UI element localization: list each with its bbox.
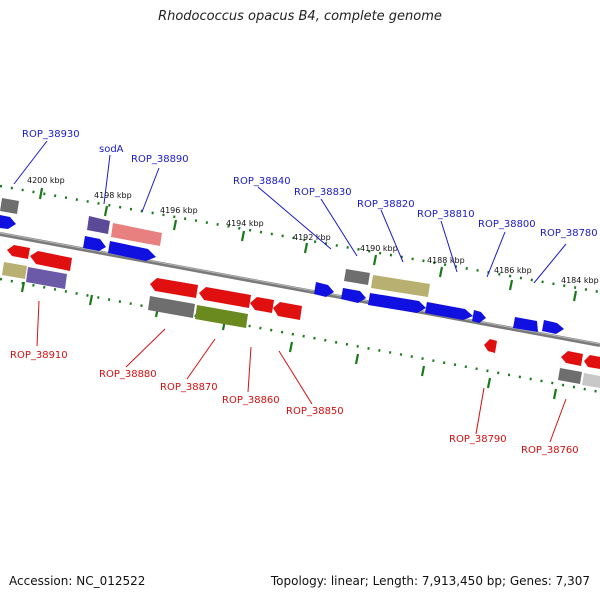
gene-red [584,355,600,369]
gene-lightgray [582,373,600,388]
top-leader-lines [13,140,567,284]
gene-gray [558,368,582,384]
gene-label: ROP_38860 [222,395,280,406]
gene-label: ROP_38890 [131,154,189,165]
gene-red [484,339,497,353]
gene-label: ROP_38910 [10,350,68,361]
gene-label: ROP_38800 [478,219,536,230]
gene-green [195,305,248,328]
gene-label: ROP_38760 [521,445,579,456]
tick-label: 4184 kbp [561,276,599,285]
gene-blue [472,310,486,323]
gene-olive [2,262,27,279]
gene-blue [83,236,106,251]
tick-label: 4194 kbp [226,219,264,228]
top-dotted-scale [0,184,600,294]
top-strand-genes [0,198,564,334]
genome-title: Rhodococcus opacus B4, complete genome [158,9,442,24]
gene-label: ROP_38930 [22,129,80,140]
gene-gray [0,198,19,214]
tick-label: 4198 kbp [94,191,132,200]
gene-label: ROP_38870 [160,382,218,393]
accession-text: Accession: NC_012522 [9,574,146,588]
gene-label: ROP_38780 [540,228,598,239]
gene-label: ROP_38840 [233,176,291,187]
gene-blue [108,241,156,261]
gene-red [273,302,302,320]
gene-olive [371,275,430,297]
genome-backbone [0,232,600,347]
gene-purple [87,216,110,234]
tick-label: 4190 kbp [360,244,398,253]
gene-red [7,245,30,259]
gene-label: ROP_38830 [294,187,352,198]
gene-pink [111,223,162,246]
gene-label: ROP_38790 [449,434,507,445]
gene-label: ROP_38810 [417,209,475,220]
tick-label: 4196 kbp [160,206,198,215]
gene-blue [542,320,564,334]
gene-red [250,297,274,313]
gene-label: ROP_38850 [286,406,344,417]
genome-stats-text: Topology: linear; Length: 7,913,450 bp; … [270,574,590,588]
gene-blue [513,317,538,332]
gene-blue [368,293,426,313]
tick-label: 4186 kbp [494,266,532,275]
gene-purple [26,267,67,289]
bottom-dotted-scale [0,277,600,394]
gene-blue [341,288,366,303]
bottom-leader-lines [36,300,567,443]
gene-gray [344,269,370,285]
gene-blue [314,282,334,297]
gene-gray [148,296,195,318]
gene-red [561,351,583,366]
gene-label: sodA [99,144,124,155]
gene-blue [425,302,473,320]
major-ticks [20,187,578,400]
gene-blue [0,215,16,229]
bottom-strand-genes [2,245,600,388]
gene-red [150,278,198,298]
gene-red [30,251,72,271]
genome-backbone-highlight [0,232,600,345]
gene-label: ROP_38880 [99,369,157,380]
tick-label: 4200 kbp [27,176,65,185]
tick-label: 4192 kbp [293,233,331,242]
tick-label: 4188 kbp [427,256,465,265]
gene-red [199,287,251,308]
gene-label: ROP_38820 [357,199,415,210]
